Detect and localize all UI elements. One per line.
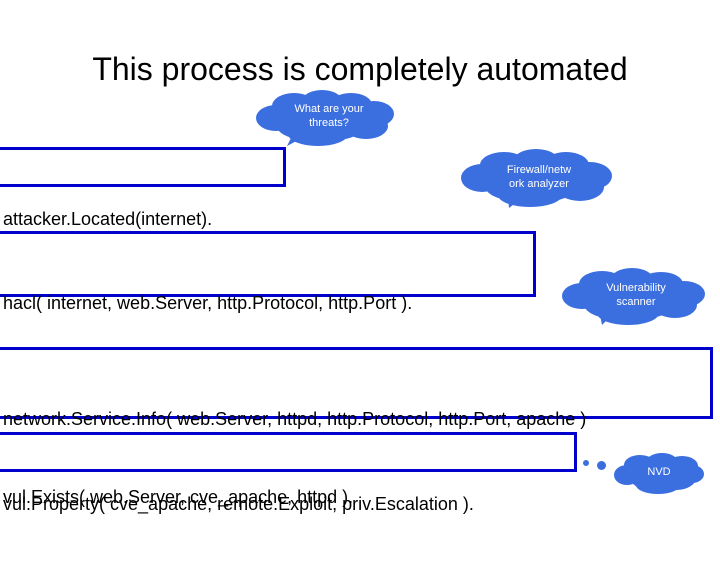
cloud-nvd-label: NVD [647, 466, 671, 478]
fact-line: attacker.Located(internet). [3, 209, 213, 229]
cloud-nvd: NVD [614, 452, 704, 494]
fact-line: vul.Exists( web.Server, cve_apache, http… [3, 487, 354, 507]
cloud-shape-icon [461, 149, 612, 208]
fact-box-hacl: hacl( internet, web.Server, http.Protoco… [0, 231, 536, 391]
page-title: This process is completely automated [92, 51, 628, 87]
cloud-shape-icon [256, 90, 394, 146]
fact-box-network-service-info: network.Service.Info( web.Server, httpd,… [0, 347, 713, 507]
fact-line: hacl( internet, web.Server, http.Protoco… [3, 293, 413, 313]
cloud-shape-icon [614, 453, 704, 494]
fact-line: network.Service.Info( web.Server, httpd,… [3, 409, 587, 429]
cloud-tail-bubble-large [597, 461, 606, 470]
cloud-shape-icon [562, 268, 705, 325]
fact-line: vul.Property( cve_apache, remote.Exploit… [3, 494, 474, 514]
slide-canvas: This process is completely automated Wha… [0, 51, 713, 514]
fact-box-attacker-located: attacker.Located(internet). [0, 147, 286, 229]
cloud-tail-bubble-small [583, 460, 589, 466]
fact-box-vul-property: vul.Property( cve_apache, remote.Exploit… [0, 432, 577, 514]
